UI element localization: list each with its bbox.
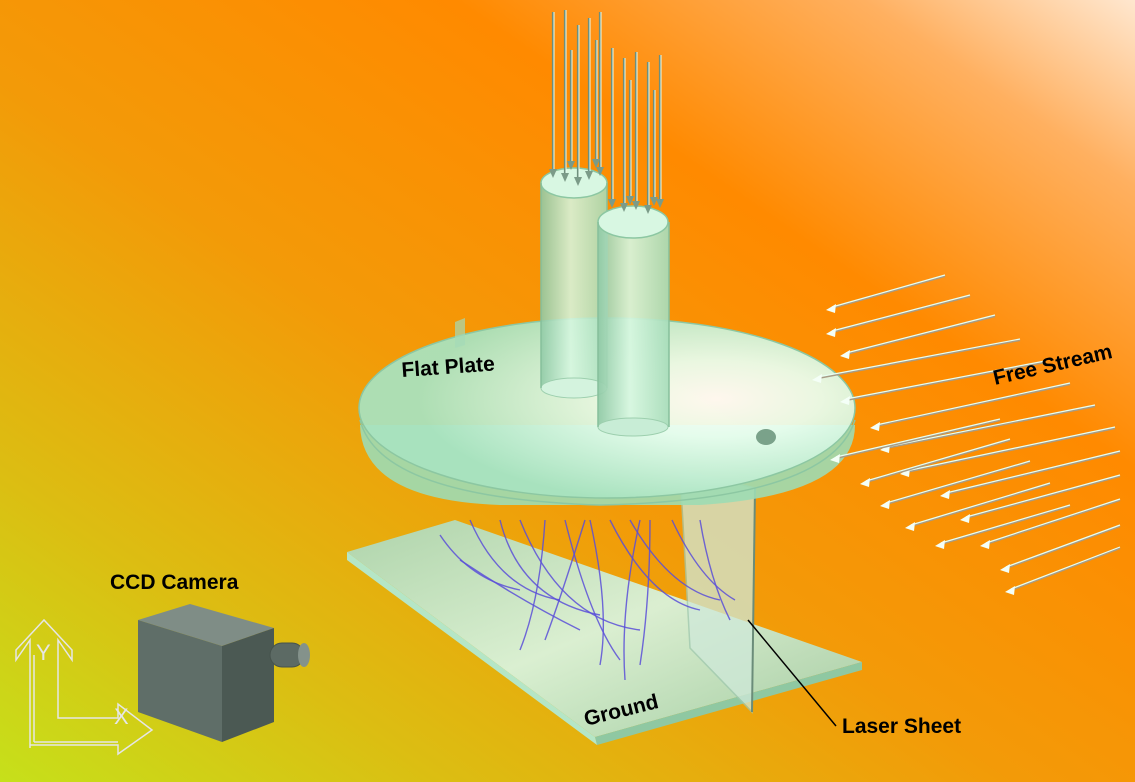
camera-icon: [138, 604, 310, 742]
flow-arrow-icon: [935, 504, 1071, 549]
axis-icon: Y X: [15, 618, 154, 756]
streamline: [519, 519, 546, 651]
flow-arrow-icon: [980, 498, 1121, 549]
streamline: [639, 519, 651, 666]
flow-arrow-icon: [620, 58, 628, 212]
flow-arrow-icon: [626, 80, 634, 205]
flow-arrow-icon: [549, 12, 557, 178]
flow-arrow-icon: [1000, 524, 1121, 573]
flow-arrow-icon: [644, 62, 652, 214]
flow-arrow-icon: [826, 274, 946, 313]
laser-sheet-leader: [747, 619, 837, 727]
axis-x-label: X: [114, 704, 129, 729]
flow-arrow-icon: [574, 25, 582, 186]
flow-arrow-icon: [592, 40, 600, 168]
flow-arrow-icon: [585, 18, 593, 180]
cylinder-left: [540, 167, 608, 399]
streamline: [519, 519, 641, 631]
flow-arrow-icon: [826, 294, 971, 337]
flow-arrow-icon: [608, 48, 616, 208]
ccd-camera-label: CCD Camera: [110, 571, 239, 594]
flow-arrow-icon: [567, 50, 575, 170]
streamline: [544, 519, 586, 641]
flow-arrow-icon: [940, 450, 1121, 499]
flow-arrow-icon: [656, 55, 664, 208]
free-stream-arrows: [812, 274, 1121, 595]
streamline: [671, 519, 736, 601]
laser-sheet-label: Laser Sheet: [842, 715, 961, 738]
streamline: [439, 534, 521, 591]
streamline: [499, 519, 601, 616]
flow-arrow-icon: [650, 90, 658, 206]
flow-arrow-icon: [905, 482, 1051, 531]
flow-arrow-icon: [561, 10, 569, 182]
streamline: [623, 519, 641, 681]
flow-arrow-icon: [840, 360, 1046, 405]
flow-arrow-icon: [870, 382, 1071, 431]
streamline: [564, 519, 621, 661]
flow-arrow-icon: [830, 418, 1001, 463]
flow-arrow-icon: [632, 52, 640, 210]
axis-y-label: Y: [36, 640, 51, 665]
flow-arrow-icon: [840, 314, 996, 359]
cylinder-right: [597, 205, 670, 437]
flow-arrow-icon: [960, 474, 1121, 523]
flow-arrow-icon: [812, 338, 1021, 383]
streamline: [469, 519, 561, 601]
streamline: [589, 519, 605, 666]
jet-arrows: [549, 10, 664, 214]
flow-arrow-icon: [1005, 546, 1121, 595]
streamline: [629, 519, 721, 601]
flow-arrow-icon: [880, 460, 1031, 509]
streamline: [699, 519, 731, 621]
flow-arrow-icon: [596, 12, 604, 176]
streamline: [609, 519, 701, 611]
streamlines: [439, 519, 736, 681]
flow-arrow-icon: [860, 438, 1011, 487]
streamline: [459, 559, 581, 631]
